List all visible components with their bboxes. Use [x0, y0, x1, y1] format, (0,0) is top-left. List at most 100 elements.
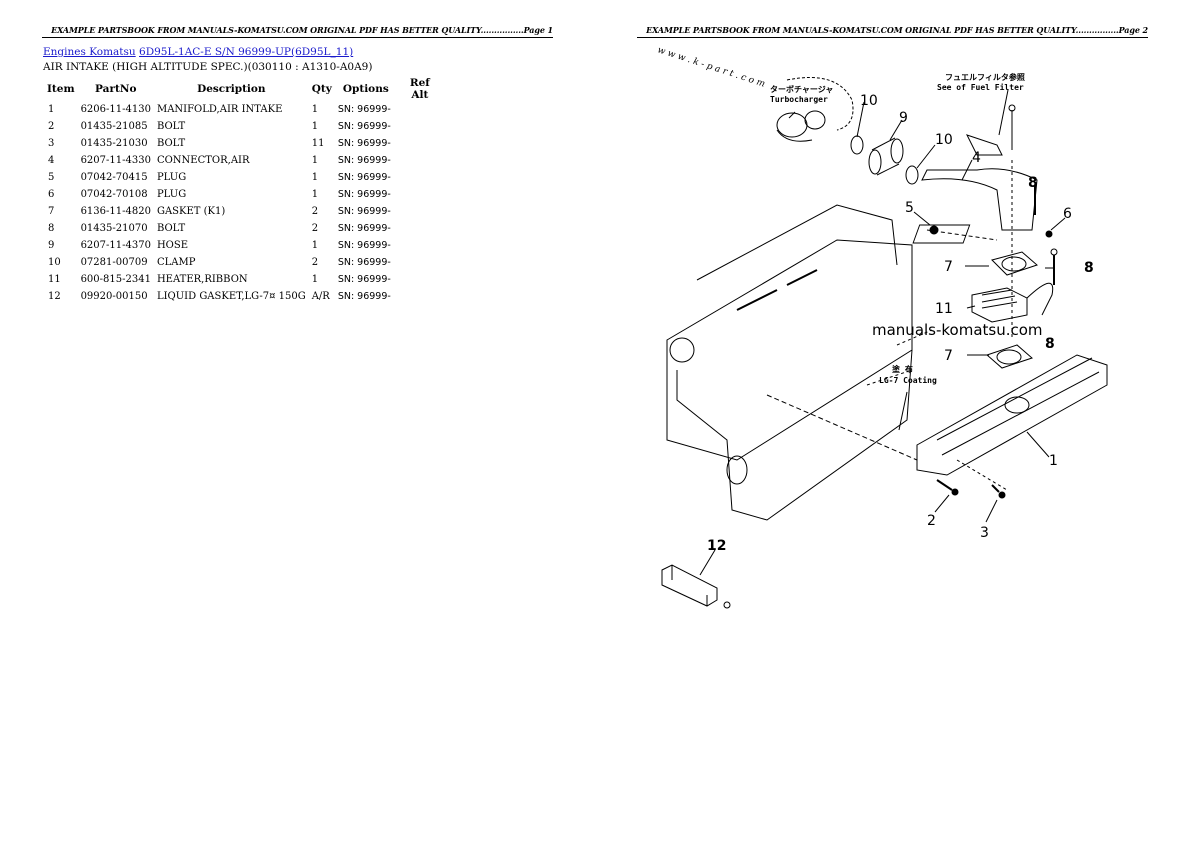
heater-ribbon-11 — [971, 287, 1028, 323]
breadcrumb: Engines Komatsu 6D95L-1AC-E S/N 96999-UP… — [43, 46, 353, 58]
cell-ref-alt — [397, 152, 443, 169]
page-1: EXAMPLE PARTSBOOK FROM MANUALS-KOMATSU.C… — [42, 25, 553, 305]
cell-options: SN: 96999- — [337, 121, 391, 132]
hose-9 — [871, 137, 900, 176]
breadcrumb-link-model[interactable]: 6D95L-1AC-E S/N 96999-UP(6D95L_11) — [139, 46, 354, 58]
page-header: EXAMPLE PARTSBOOK FROM MANUALS-KOMATSU.C… — [637, 25, 1148, 38]
coating-label: LG-7 Coating — [879, 375, 937, 385]
diagram-svg: w w w . k - p a r t . c o m — [656, 45, 1108, 609]
callout-1: 1 — [1049, 453, 1058, 469]
cell-qty: 1 — [311, 189, 319, 200]
cell-options: SN: 96999- — [337, 223, 391, 234]
cell-options: SN: 96999- — [337, 291, 391, 302]
cell-partno: 01435-21070 — [80, 223, 148, 234]
col-header-options: Options — [342, 83, 389, 95]
cell-options: SN: 96999- — [337, 104, 391, 115]
col-header-qty: Qty — [311, 83, 332, 95]
cell-item: 1 — [48, 104, 55, 115]
cell-partno: 6207-11-4370 — [80, 240, 151, 251]
callout-2: 2 — [927, 513, 936, 529]
cell-qty: 2 — [311, 257, 319, 268]
air-connector-4 — [921, 168, 1038, 231]
fuel-filter-label: See of Fuel Filter — [937, 82, 1024, 92]
cell-ref-alt — [397, 203, 443, 220]
cell-qty: 11 — [311, 138, 325, 149]
cell-options: SN: 96999- — [337, 257, 391, 268]
cell-partno: 07042-70108 — [80, 189, 148, 200]
callout-7-upper: 7 — [944, 259, 953, 275]
engine-block — [666, 239, 913, 461]
page-header: EXAMPLE PARTSBOOK FROM MANUALS-KOMATSU.C… — [42, 25, 553, 38]
gasket-7-lower — [986, 344, 1033, 369]
cell-partno: 6136-11-4820 — [80, 206, 151, 217]
bolt-3 — [991, 484, 1000, 493]
coating-jp-label: 塗 布 — [892, 364, 913, 374]
cell-description: BOLT — [156, 121, 186, 132]
cell-description: HOSE — [156, 240, 189, 251]
intake-manifold-1 — [916, 354, 1108, 476]
cell-qty: 1 — [311, 121, 319, 132]
callout-8-lower: 8 — [1045, 336, 1055, 352]
section-title: AIR INTAKE (HIGH ALTITUDE SPEC.)(030110 … — [43, 61, 373, 73]
cell-description: CONNECTOR,AIR — [156, 155, 250, 166]
cell-ref-alt — [397, 186, 443, 203]
turbocharger-outline — [786, 77, 854, 131]
callout-6: 6 — [1063, 206, 1072, 222]
cell-partno: 07042-70415 — [80, 172, 148, 183]
cell-options: SN: 96999- — [337, 138, 391, 149]
cell-item: 8 — [48, 223, 55, 234]
cell-qty: 2 — [311, 223, 319, 234]
col-header-ref-alt: Ref Alt — [409, 77, 430, 101]
turbocharger-outlet — [776, 112, 808, 138]
callout-12: 12 — [707, 538, 726, 554]
fuel-filter-jp-label: フュエルフィルタ参照 — [945, 72, 1025, 82]
breadcrumb-link-engines-komatsu[interactable]: Engines Komatsu — [43, 46, 136, 58]
turbocharger-label: Turbocharger — [770, 95, 828, 104]
col-header-partno: PartNo — [95, 83, 137, 95]
cell-ref-alt — [397, 101, 443, 118]
page-2: EXAMPLE PARTSBOOK FROM MANUALS-KOMATSU.C… — [595, 0, 1190, 842]
cell-item: 11 — [48, 274, 61, 285]
kparts-watermark: w w w . k - p a r t . c o m — [656, 45, 766, 89]
callout-9: 9 — [899, 110, 908, 126]
cell-options: SN: 96999- — [337, 206, 391, 217]
cell-item: 4 — [48, 155, 55, 166]
manuals-komatsu-watermark: manuals-komatsu.com — [872, 321, 1043, 339]
clamp-10-b — [905, 165, 919, 185]
cell-qty: A/R — [311, 291, 330, 302]
cell-qty: 2 — [311, 206, 319, 217]
cell-ref-alt — [397, 169, 443, 186]
cell-qty: 1 — [311, 240, 319, 251]
cell-qty: 1 — [311, 172, 319, 183]
cell-qty: 1 — [311, 104, 319, 115]
cell-description: LIQUID GASKET,LG-7¤ 150G — [156, 291, 306, 302]
cell-options: SN: 96999- — [337, 172, 391, 183]
liquid-gasket-tube-12 — [661, 564, 718, 607]
cell-ref-alt — [397, 271, 443, 288]
callout-11: 11 — [935, 301, 953, 317]
exploded-parts-diagram: w w w . k - p a r t . c o m — [637, 40, 1157, 640]
cell-partno: 6206-11-4130 — [80, 104, 151, 115]
cell-options: SN: 96999- — [337, 274, 391, 285]
cell-item: 6 — [48, 189, 55, 200]
cell-item: 7 — [48, 206, 55, 217]
cell-qty: 1 — [311, 274, 319, 285]
cell-item: 12 — [48, 291, 61, 302]
cell-description: PLUG — [156, 172, 187, 183]
callout-7-lower: 7 — [944, 348, 953, 364]
turbocharger-jp-label: ターボチャージャ — [770, 84, 833, 94]
cell-partno: 01435-21085 — [80, 121, 148, 132]
cell-description: PLUG — [156, 189, 187, 200]
cell-partno: 01435-21030 — [80, 138, 148, 149]
col-header-item: Item — [47, 83, 75, 95]
parts-table: Item PartNo Description Qty Options Ref … — [44, 77, 443, 305]
cell-partno: 07281-00709 — [80, 257, 148, 268]
cell-item: 10 — [48, 257, 61, 268]
